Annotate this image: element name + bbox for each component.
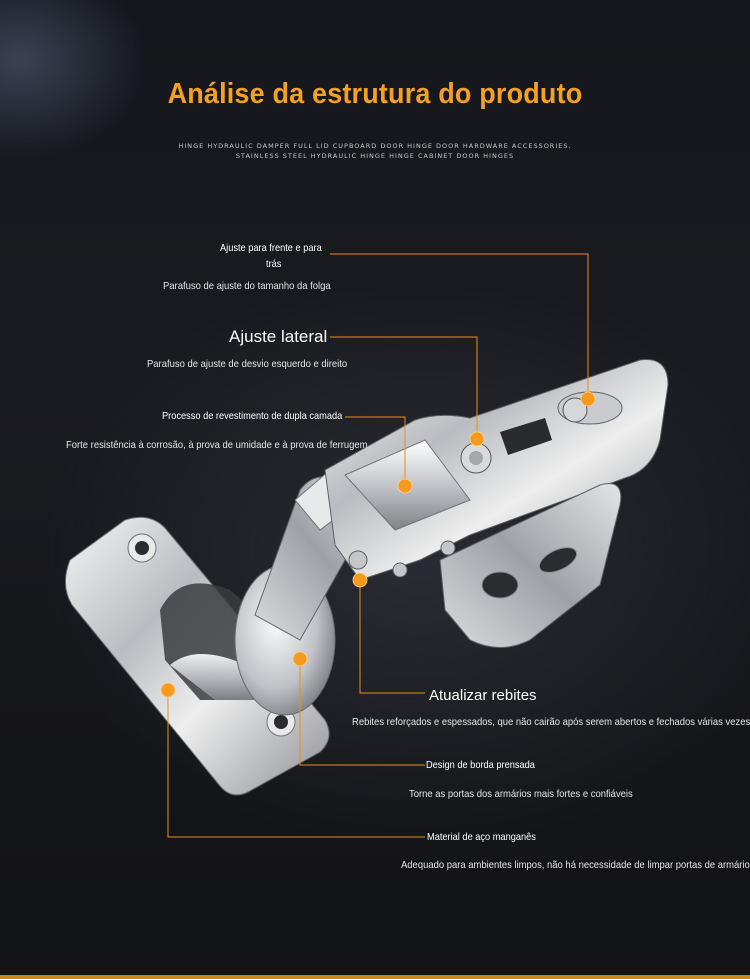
feature-front-back-title-1: Ajuste para frente e para [220, 242, 322, 254]
marker-manganese [160, 682, 176, 698]
feature-pressed-edge-title: Design de borda prensada [426, 759, 535, 771]
marker-pressed-edge [292, 651, 308, 667]
feature-manganese-title: Material de aço manganês [427, 831, 536, 843]
marker-front-back [580, 391, 596, 407]
feature-coating-title: Processo de revestimento de dupla camada [162, 410, 343, 422]
page-title: Análise da estrutura do produto [167, 78, 583, 110]
feature-pressed-edge-description: Torne as portas dos armários mais fortes… [409, 788, 633, 800]
bottom-accent-bar [0, 975, 750, 979]
marker-lateral [469, 431, 485, 447]
feature-lateral-description: Parafuso de ajuste de desvio esquerdo e … [147, 358, 348, 370]
subtitle-line-1: HINGE HYDRAULIC DAMPER FULL LID CUPBOARD… [178, 142, 572, 150]
marker-coating [397, 478, 413, 494]
feature-rivets-description: Rebites reforçados e espessados, que não… [352, 716, 750, 728]
feature-front-back-description: Parafuso de ajuste do tamanho da folga [163, 280, 331, 292]
feature-coating-description: Forte resistência à corrosão, à prova de… [66, 439, 368, 451]
feature-lateral-title: Ajuste lateral [229, 327, 328, 346]
feature-manganese-description: Adequado para ambientes limpos, não há n… [401, 859, 750, 871]
feature-rivets-title: Atualizar rebites [429, 687, 537, 704]
marker-rivets [352, 572, 368, 588]
subtitle-line-2: STAINLESS STEEL HYDRAULIC HINGE HINGE CA… [235, 152, 515, 160]
feature-front-back-title-2: trás [266, 258, 282, 270]
